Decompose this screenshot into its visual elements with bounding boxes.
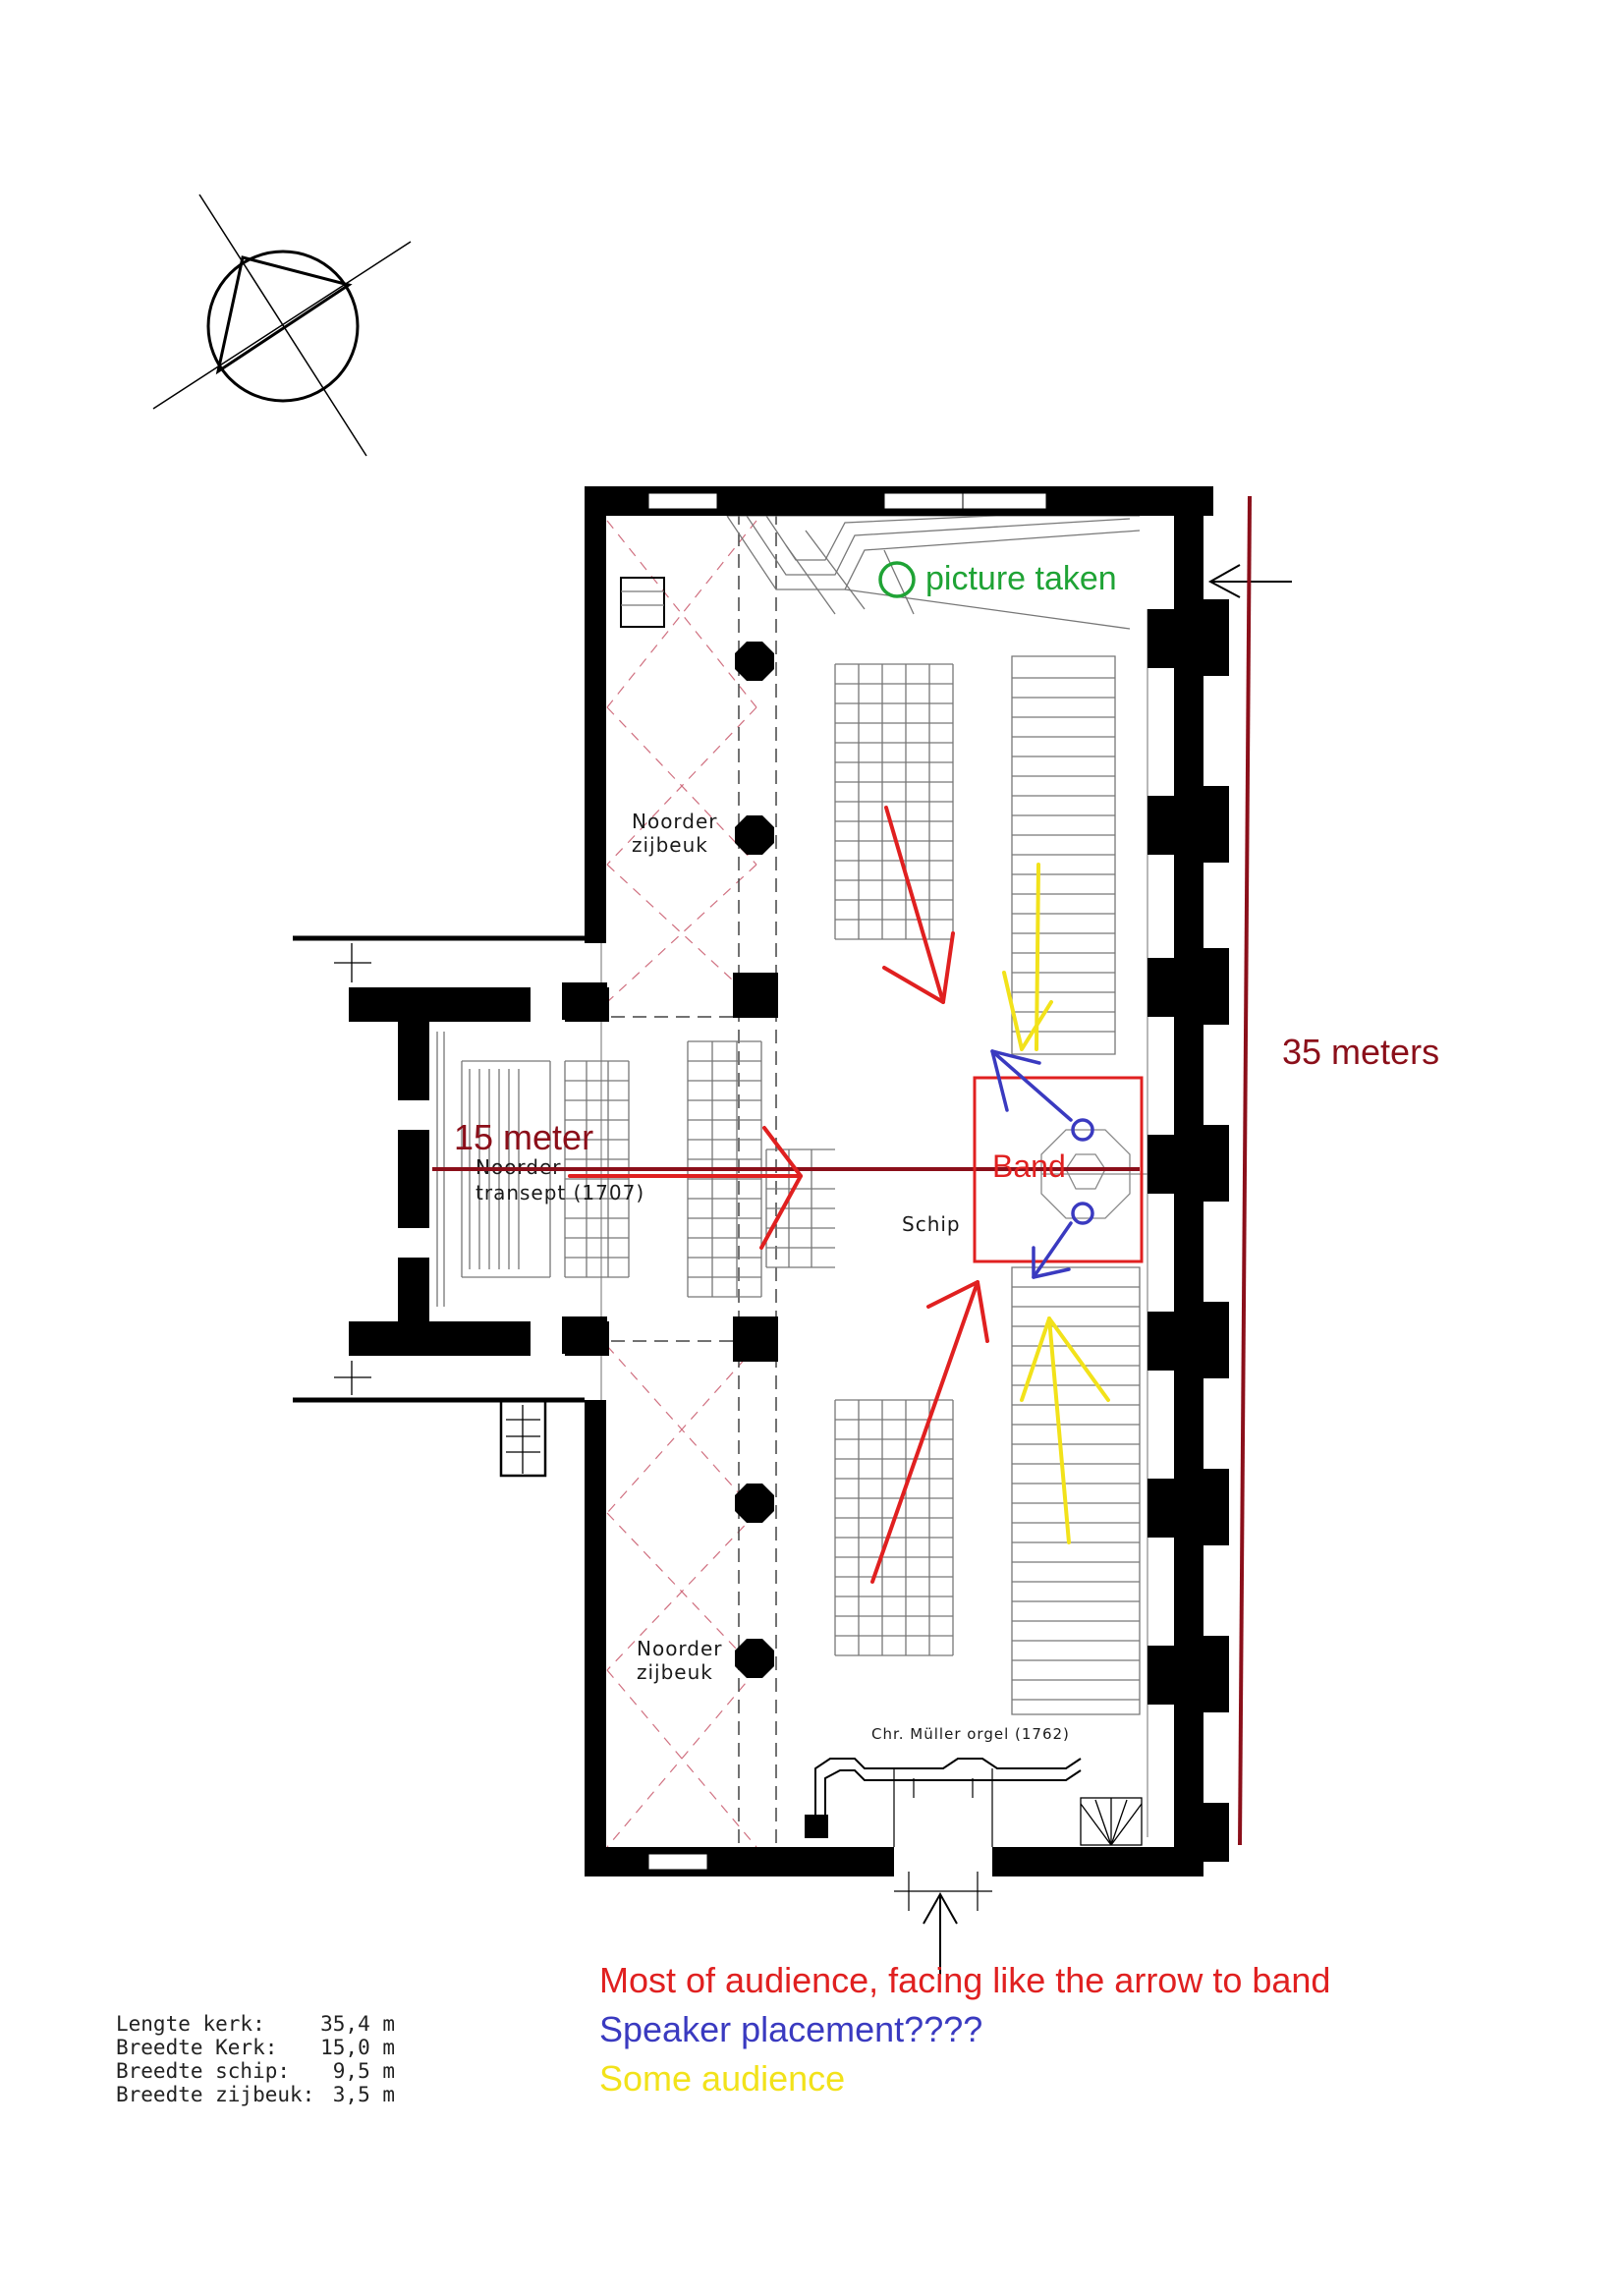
arrow-upper-nave xyxy=(882,806,955,1004)
label-picture-taken: picture taken xyxy=(925,560,1117,597)
speaker-upper-icon xyxy=(1071,1118,1094,1142)
label-noorder-transept-2: transept (1707) xyxy=(476,1181,644,1204)
section-marker-bottom xyxy=(923,1891,958,1975)
dim-value-2: 9,5 m xyxy=(333,2059,395,2083)
band-area xyxy=(973,1076,1144,1263)
speaker-placement xyxy=(990,1049,1094,1279)
dim-label-0: Lengte kerk: xyxy=(116,2012,265,2036)
label-band: Band xyxy=(992,1148,1066,1184)
columns xyxy=(562,642,778,1678)
some-audience-arrows xyxy=(1002,863,1110,1544)
legend-speakers: Speaker placement???? xyxy=(599,2009,982,2049)
legend-some-audience: Some audience xyxy=(599,2058,845,2099)
dim-label-1: Breedte Kerk: xyxy=(116,2036,277,2059)
label-organ: Chr. Müller orgel (1762) xyxy=(871,1725,1070,1743)
audience-arrows xyxy=(568,806,989,1584)
dim-value-3: 3,5 m xyxy=(333,2083,395,2106)
dim-label-3: Breedte zijbeuk: xyxy=(116,2083,314,2106)
dim-label-2: Breedte schip: xyxy=(116,2059,290,2083)
legend-audience: Most of audience, facing like the arrow … xyxy=(599,1960,1330,2000)
stand-lower-right xyxy=(1011,1266,1141,1715)
dim-value-0: 35,4 m xyxy=(320,2012,395,2036)
section-marker-right xyxy=(1207,564,1292,598)
pew-block-upper-nave xyxy=(834,663,954,940)
windows xyxy=(647,492,1047,1876)
label-35-meters: 35 meters xyxy=(1282,1032,1439,1072)
stand-upper-right xyxy=(1011,655,1116,1055)
picture-taken-marker-icon xyxy=(878,561,916,598)
label-noorder-zijbeuk-top-2: zijbeuk xyxy=(632,833,708,857)
label-noorder-zijbeuk-bottom-2: zijbeuk xyxy=(637,1660,713,1684)
arrow-transept xyxy=(568,1126,803,1250)
dimensions-table: Lengte kerk: Breedte Kerk: Breedte schip… xyxy=(116,2012,395,2106)
corner-stair xyxy=(1080,1797,1143,1846)
spiral-stair xyxy=(499,1398,547,1478)
legend: Most of audience, facing like the arrow … xyxy=(599,1960,1330,2099)
label-noorder-zijbeuk-top-1: Noorder xyxy=(632,810,718,833)
dim-value-1: 15,0 m xyxy=(320,2036,395,2059)
arrow-yellow-upper xyxy=(1002,863,1053,1051)
arrow-yellow-lower xyxy=(1020,1316,1110,1544)
length-line xyxy=(1238,495,1252,1846)
pew-block-lower-nave xyxy=(834,1399,954,1656)
label-schip: Schip xyxy=(902,1212,961,1236)
ledge-marks xyxy=(334,943,371,1395)
arrow-lower-nave xyxy=(870,1280,989,1584)
label-15-meter: 15 meter xyxy=(454,1117,593,1157)
organ-gallery xyxy=(805,1758,1082,1911)
walls xyxy=(349,486,1229,1876)
speaker-lower-icon xyxy=(1071,1202,1094,1225)
north-compass-icon xyxy=(152,194,412,457)
label-noorder-zijbeuk-bottom-1: Noorder xyxy=(637,1637,723,1660)
